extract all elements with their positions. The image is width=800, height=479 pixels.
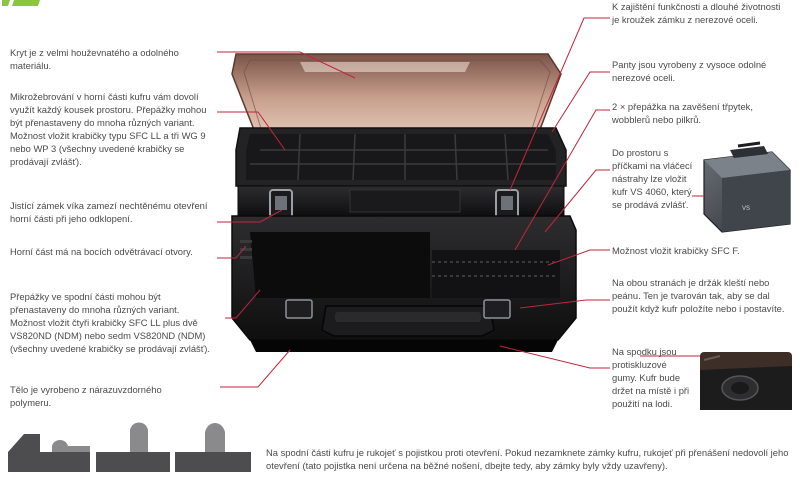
label-lure-dividers: 2 × přepážka na zavěšení třpytek, wobble… (612, 101, 753, 125)
label-body-polymer: Tělo je vyrobeno z nárazuvzdorného polym… (10, 384, 162, 408)
label-lid-lock: Jistící zámek víka zamezí nechtěnému ote… (10, 200, 208, 224)
leader-lines (217, 17, 704, 388)
label-hinges: Panty jsou vyrobeny z vysoce odolné nere… (612, 59, 767, 83)
label-lock-ring: K zajištění funkčnosti a dlouhé životnos… (612, 1, 781, 25)
label-side-vents: Horní část má na bocích odvětrávací otvo… (10, 246, 193, 257)
anti-slip-feet-photo (700, 352, 792, 410)
label-lid-material: Kryt je z velmi houževnatého a odolného … (10, 47, 179, 71)
brand-logo (2, 0, 40, 6)
tackle-box (231, 53, 577, 352)
label-handle-safety-lock: Na spodní části kufru je rukojeť s pojis… (266, 447, 789, 471)
latch-left (269, 189, 293, 219)
latch-right (495, 189, 519, 219)
label-anti-slip-feet: Na spodku jsou protiskluzové gumy. Kufr … (612, 346, 690, 409)
svg-text:VS: VS (742, 206, 750, 212)
label-upper-micro-ribbing: Mikrožebrování v horní části kufru vám d… (10, 91, 207, 167)
label-vs4060-space: Do prostoru s příčkami na vláčecí nástra… (612, 147, 693, 210)
label-lower-dividers: Přepážky ve spodní části mohou být přena… (10, 291, 210, 354)
latch-sequence-icons (8, 422, 251, 472)
label-plier-holder: Na obou stranách je držák kleští nebo pe… (612, 277, 785, 314)
vs4060-box: VS (703, 141, 791, 233)
label-sfc-f-boxes: Možnost vložit krabičky SFC F. (612, 245, 740, 256)
